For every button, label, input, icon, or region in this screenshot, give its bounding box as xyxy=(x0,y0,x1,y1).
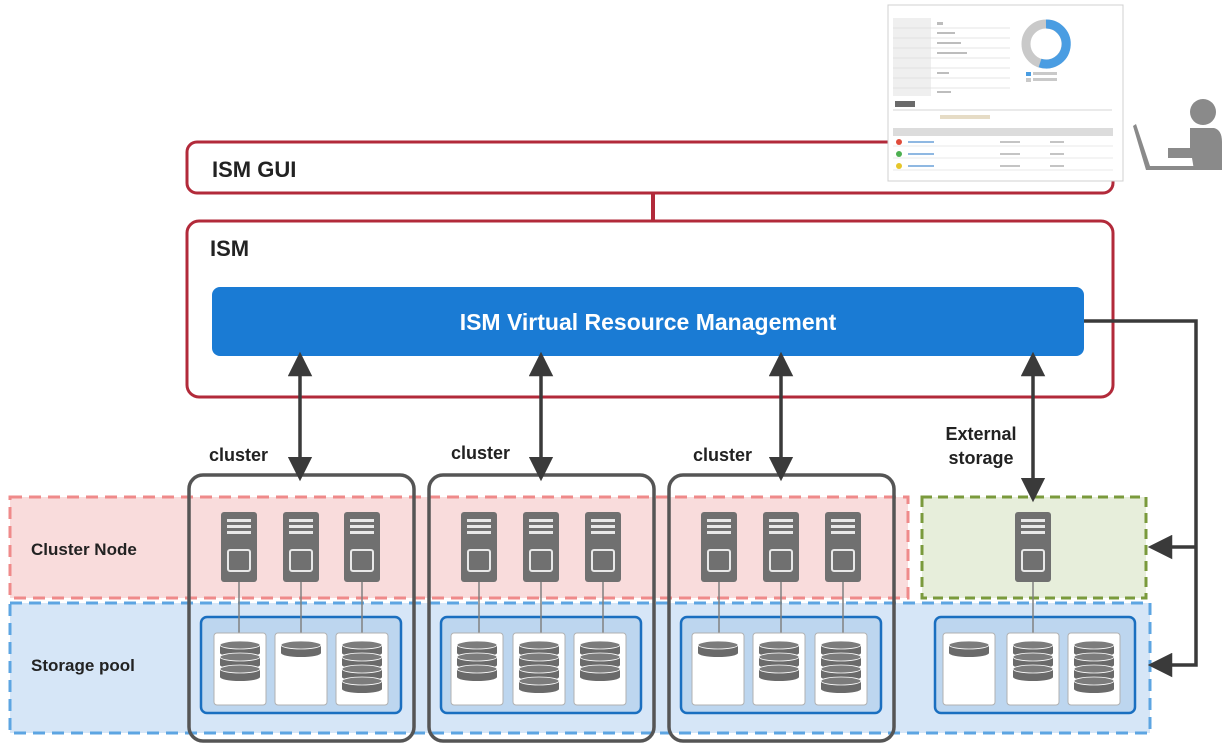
disk-stack-icon xyxy=(573,632,627,706)
server-icon xyxy=(763,512,799,582)
disk-stack-icon xyxy=(1067,632,1121,706)
cluster-label: cluster xyxy=(693,445,752,465)
storage-pool-label: Storage pool xyxy=(31,656,135,675)
server-icon xyxy=(221,512,257,582)
disk-stack-icon xyxy=(814,632,868,706)
disk-stack-icon xyxy=(274,632,328,706)
server-icon xyxy=(701,512,737,582)
ism-label: ISM xyxy=(210,236,249,261)
disk-stack-icon xyxy=(752,632,806,706)
gui-screenshot-thumbnail xyxy=(887,4,1124,182)
server-icon xyxy=(461,512,497,582)
server-icon xyxy=(283,512,319,582)
cluster-label: cluster xyxy=(451,443,510,463)
operator-icon xyxy=(1133,99,1222,170)
cluster-label: cluster xyxy=(209,445,268,465)
server-icon xyxy=(344,512,380,582)
storage-pool-link-arrow xyxy=(1084,319,1198,678)
server-icon xyxy=(825,512,861,582)
ism-gui-label: ISM GUI xyxy=(212,157,296,182)
disk-stack-icon xyxy=(335,632,389,706)
cluster-node-label: Cluster Node xyxy=(31,540,137,559)
disk-stack-icon xyxy=(1006,632,1060,706)
server-icon xyxy=(585,512,621,582)
server-icon xyxy=(1015,512,1051,582)
disk-stack-icon xyxy=(213,632,267,706)
disk-stack-icon xyxy=(450,632,504,706)
disk-stack-icon xyxy=(691,632,745,706)
vrm-bar xyxy=(212,287,1084,356)
vrm-label: ISM Virtual Resource Management xyxy=(460,309,837,335)
disk-stack-icon xyxy=(942,632,996,706)
server-icon xyxy=(523,512,559,582)
cluster-node-band xyxy=(8,495,910,600)
external-storage-label-line1: External xyxy=(945,424,1016,444)
disk-stack-icon xyxy=(512,632,566,706)
external-storage-label-line2: storage xyxy=(948,448,1013,468)
